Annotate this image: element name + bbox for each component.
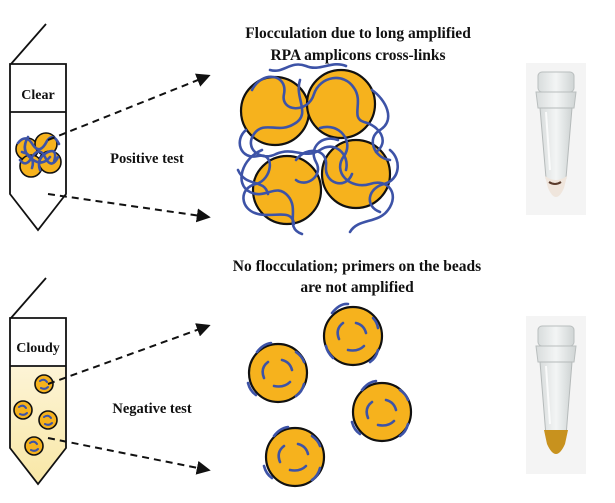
negative-tube-beads (13, 374, 58, 456)
positive-arrow-up (47, 73, 211, 141)
positive-title-line2: RPA amplicons cross-links (270, 47, 445, 64)
negative-test-label: Negative test (112, 401, 191, 417)
positive-arrow-down (47, 193, 211, 223)
negative-title-line2: are not amplified (300, 279, 414, 296)
negative-arrow-down (47, 437, 211, 475)
positive-tube-icon: Clear (9, 23, 67, 232)
amplicon-strands (236, 63, 399, 236)
negative-tube-icon: Cloudy (9, 277, 67, 486)
negative-photo-tube-icon (526, 316, 586, 474)
bead-icon (251, 154, 323, 226)
bead-icon (322, 302, 384, 367)
dispersed-beads (246, 302, 413, 488)
positive-photo-tube-icon (526, 63, 586, 215)
positive-tube-clump (15, 132, 62, 178)
negative-arrow-up (47, 323, 211, 385)
negative-title-line1: No flocculation; primers on the beads (233, 258, 481, 275)
bead-icon (246, 341, 309, 404)
flocculated-bead-cluster (236, 63, 399, 236)
positive-title-line1: Flocculation due to long amplified (245, 25, 471, 42)
bead-icon (262, 425, 326, 488)
positive-tube-label: Clear (21, 88, 54, 103)
bead-icon (305, 68, 377, 140)
positive-test-label: Positive test (110, 151, 184, 167)
negative-tube-label: Cloudy (16, 341, 60, 356)
bead-icon (350, 379, 413, 443)
